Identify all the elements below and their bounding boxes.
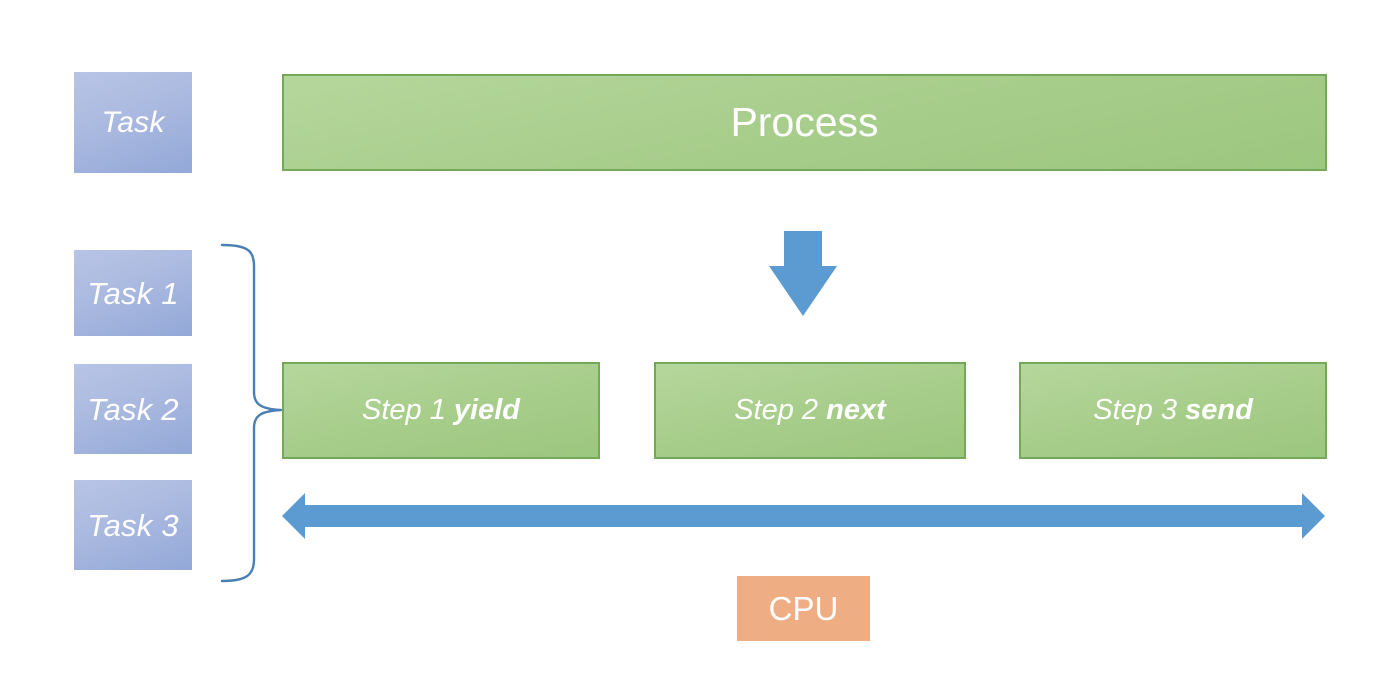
task-box-2-label: Task 2 bbox=[87, 391, 179, 427]
task-legend-box: Task bbox=[74, 72, 192, 173]
task-box-3: Task 3 bbox=[74, 480, 192, 570]
step-box-3-prefix: Step 3 bbox=[1093, 394, 1186, 426]
task-box-1-label: Task 1 bbox=[87, 275, 179, 311]
step-box-1-label: Step 1 yield bbox=[362, 396, 520, 425]
task-box-3-label: Task 3 bbox=[87, 507, 179, 543]
step-box-2: Step 2 next bbox=[654, 362, 966, 459]
process-label: Process bbox=[730, 99, 879, 145]
right-curly-brace-icon bbox=[220, 243, 283, 583]
task-legend-label: Task bbox=[101, 105, 165, 139]
task-box-1: Task 1 bbox=[74, 250, 192, 336]
step-box-2-keyword: next bbox=[826, 394, 886, 426]
step-box-1-keyword: yield bbox=[453, 394, 520, 426]
double-headed-arrow-icon bbox=[282, 493, 1325, 539]
step-box-3-keyword: send bbox=[1185, 394, 1253, 426]
step-box-1-prefix: Step 1 bbox=[362, 394, 454, 426]
process-box: Process bbox=[282, 74, 1327, 171]
task-box-2: Task 2 bbox=[74, 364, 192, 454]
cpu-label: CPU bbox=[768, 590, 839, 627]
step-box-1: Step 1 yield bbox=[282, 362, 600, 459]
cpu-box: CPU bbox=[737, 576, 870, 641]
step-box-3: Step 3 send bbox=[1019, 362, 1327, 459]
down-arrow-icon bbox=[769, 231, 837, 316]
step-box-2-prefix: Step 2 bbox=[734, 394, 827, 426]
step-box-2-label: Step 2 next bbox=[734, 396, 886, 425]
step-box-3-label: Step 3 send bbox=[1093, 396, 1253, 425]
